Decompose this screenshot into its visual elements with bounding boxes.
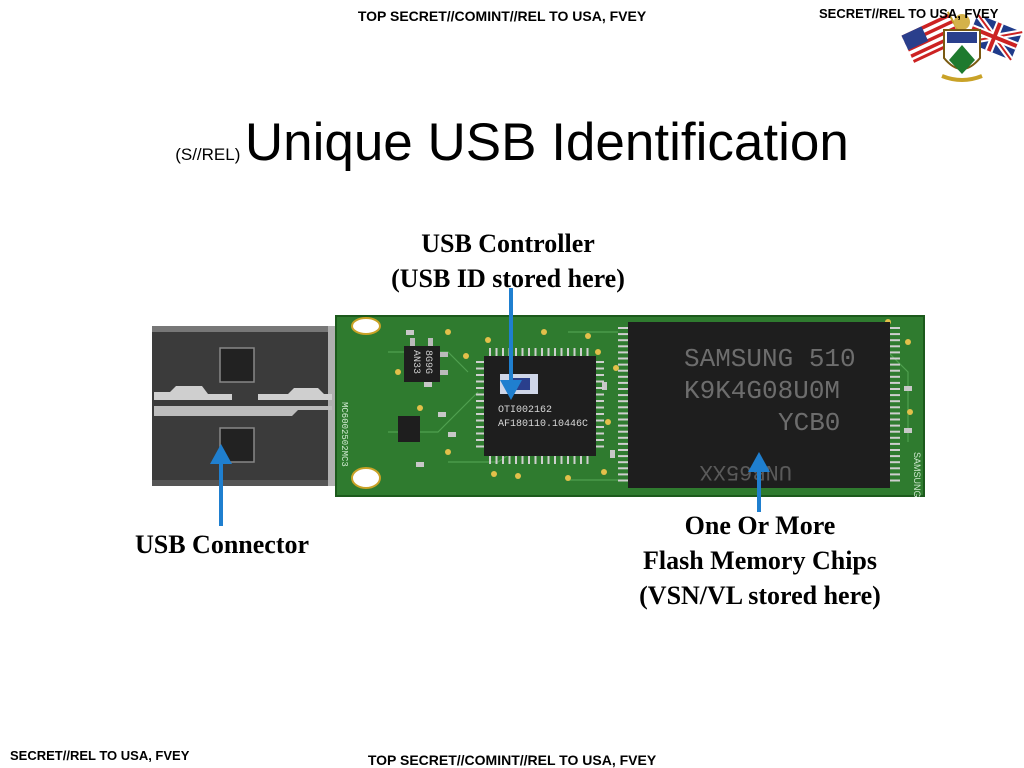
controller-label: USB Controller (USB ID stored here): [358, 226, 658, 296]
controller-text-line1: OTI002162: [498, 405, 552, 416]
slide-title: (S//REL) Unique USB Identification: [0, 112, 1024, 173]
flash-label-line3: (VSN/VL stored here): [639, 581, 881, 610]
flash-text-line3: YCB0: [778, 408, 840, 438]
edge-silkscreen-text: SAMSUNG: [912, 452, 922, 498]
board-side-text: MC6002502MC3: [339, 402, 349, 467]
classification-bottom-banner: TOP SECRET//COMINT//REL TO USA, FVEY: [367, 752, 657, 768]
voltage-regulator-chip: AN33 8G9G: [404, 338, 448, 382]
flash-text-line1: SAMSUNG 510: [684, 344, 856, 374]
transistor-chip: [398, 416, 420, 442]
usb-controller-chip: OTI002162 AF180110.10446C: [476, 348, 604, 464]
usb-connector-housing: [152, 326, 336, 486]
title-classification-prefix: (S//REL): [175, 145, 241, 164]
controller-label-line2: (USB ID stored here): [391, 264, 625, 293]
uk-flag-icon: [965, 12, 1023, 62]
flash-label: One Or More Flash Memory Chips (VSN/VL s…: [610, 508, 910, 613]
crest-icon: [941, 14, 983, 82]
classification-top-banner: TOP SECRET//COMINT//REL TO USA, FVEY: [357, 8, 647, 24]
classification-top-right: SECRET//REL TO USA, FVEY: [819, 6, 999, 21]
flash-memory-chip: SAMSUNG 510 K9K4G08U0M YCB0 UNB65XX: [618, 322, 900, 488]
seal-emblem: [901, 11, 1023, 82]
classification-bottom-left: SECRET//REL TO USA, FVEY: [10, 748, 190, 763]
controller-label-line1: USB Controller: [421, 229, 595, 258]
connector-label: USB Connector: [134, 530, 310, 559]
title-text: Unique USB Identification: [244, 113, 849, 172]
usb-stick-photo: MC6002502MC3 SAMSUNG AN33 8G9G OTI002162…: [152, 315, 925, 498]
regulator-text-line1: AN33: [410, 350, 421, 374]
flash-label-line1: One Or More: [684, 511, 836, 540]
flash-mirrored-text: UNB65XX: [700, 459, 792, 484]
controller-text-line2: AF180110.10446C: [498, 419, 588, 430]
flash-text-line2: K9K4G08U0M: [684, 376, 840, 406]
flash-label-line2: Flash Memory Chips: [643, 546, 877, 575]
regulator-text-line2: 8G9G: [422, 350, 433, 374]
